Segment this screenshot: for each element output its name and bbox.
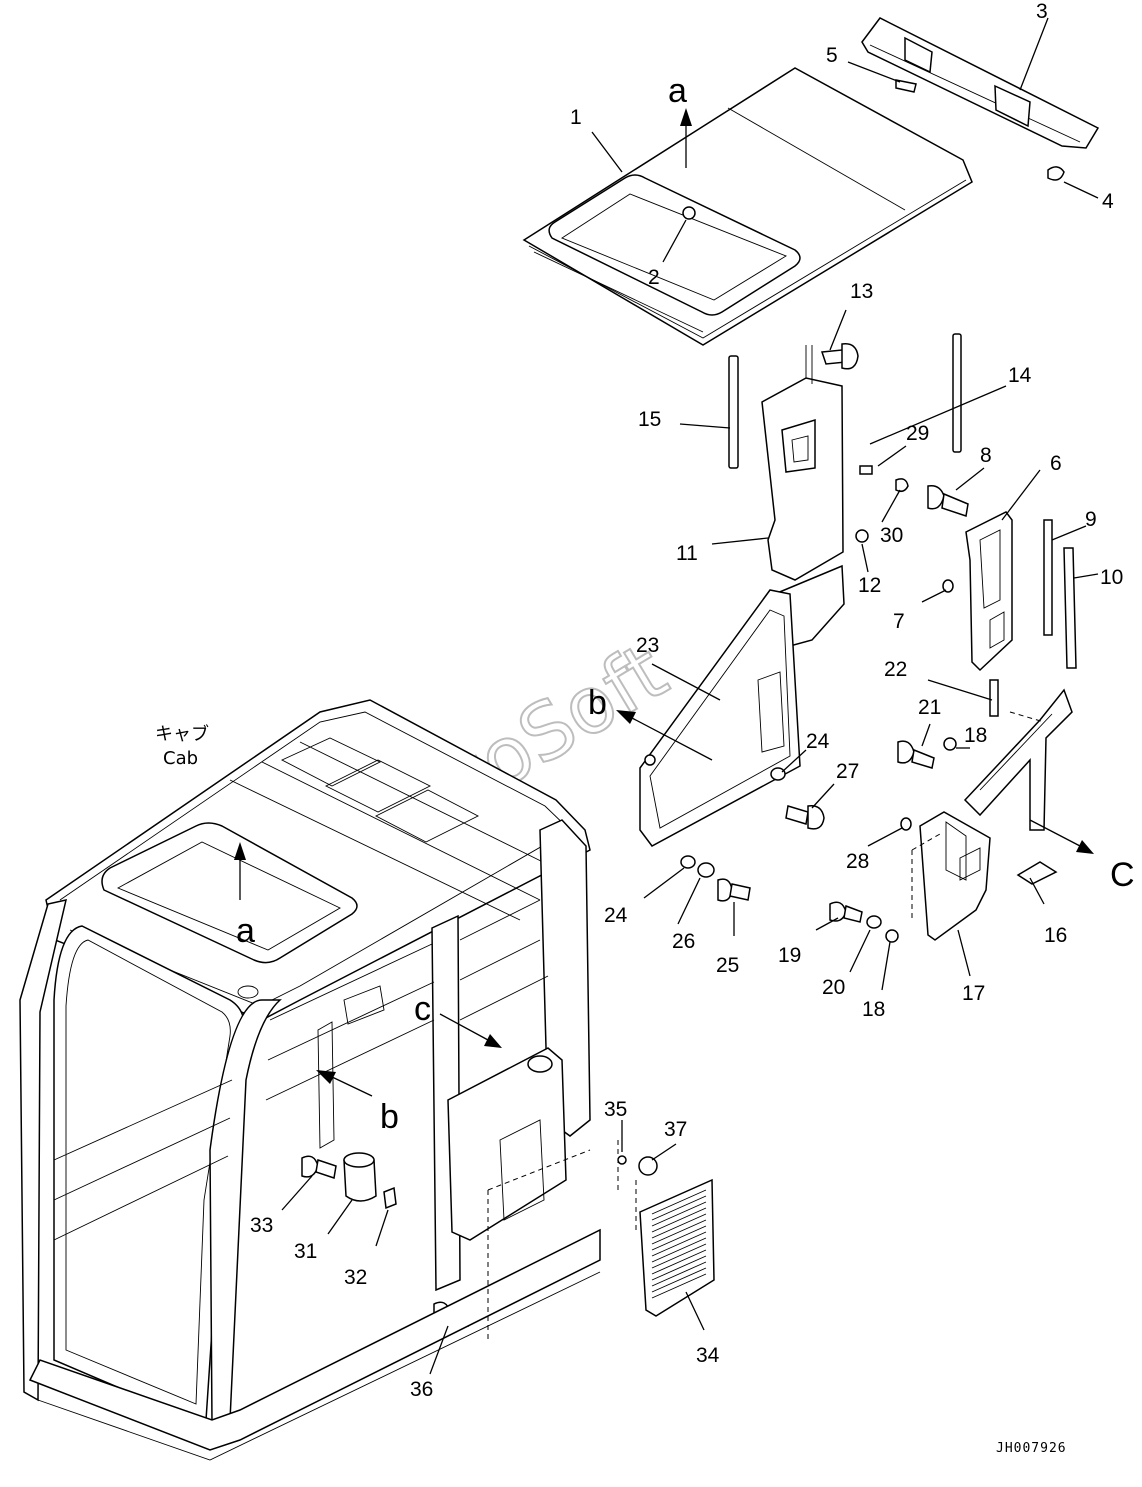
callout-15: 15 xyxy=(638,408,661,431)
cab-frame xyxy=(19,699,601,1461)
callout-9: 9 xyxy=(1085,508,1097,531)
cab-label-jp: キャブ xyxy=(155,723,209,745)
callout-12: 12 xyxy=(858,574,881,597)
callout-7: 7 xyxy=(893,610,905,633)
roof-panel xyxy=(522,67,973,346)
callout-24b: 24 xyxy=(604,904,628,927)
callout-30: 30 xyxy=(880,524,903,547)
callout-20: 20 xyxy=(822,976,845,999)
view-letter-c-target: C xyxy=(1110,856,1135,894)
callout-22: 22 xyxy=(884,658,907,681)
pillar-cover-left xyxy=(761,345,844,581)
callout-13: 13 xyxy=(850,280,873,303)
callout-4: 4 xyxy=(1102,190,1114,213)
rear-trim-lower xyxy=(919,811,991,941)
callout-10: 10 xyxy=(1100,566,1123,589)
view-letter-b-source: b xyxy=(588,684,607,722)
access-panel xyxy=(639,1178,715,1317)
callout-14: 14 xyxy=(1008,364,1032,387)
callout-33: 33 xyxy=(250,1214,273,1237)
weather-strips xyxy=(728,333,1077,669)
callout-35: 35 xyxy=(604,1098,627,1121)
view-letter-a-source: a xyxy=(668,72,687,110)
callout-26: 26 xyxy=(672,930,695,953)
callout-18b: 18 xyxy=(862,998,885,1021)
callout-28: 28 xyxy=(846,850,869,873)
assembly-lines xyxy=(487,711,1045,1340)
fasteners xyxy=(301,343,999,1328)
side-trim-panel xyxy=(639,564,845,847)
callout-2: 2 xyxy=(648,266,660,289)
callout-6: 6 xyxy=(1050,452,1062,475)
pillar-cover-right xyxy=(965,511,1013,672)
roof-trim xyxy=(861,17,1100,181)
callout-32: 32 xyxy=(344,1266,367,1289)
callout-3: 3 xyxy=(1036,0,1048,23)
callout-8: 8 xyxy=(980,444,992,467)
cab-label-en: Cab xyxy=(163,748,198,769)
callout-17: 17 xyxy=(962,982,985,1005)
callout-1: 1 xyxy=(570,106,582,129)
view-letter-b-target: b xyxy=(380,1098,399,1136)
view-letter-c-source: c xyxy=(414,990,431,1028)
view-arrows xyxy=(234,108,1094,1097)
callout-27: 27 xyxy=(836,760,859,783)
callout-31: 31 xyxy=(294,1240,317,1263)
callout-11: 11 xyxy=(676,542,698,565)
callout-34: 34 xyxy=(696,1344,720,1367)
rear-trim-upper xyxy=(963,688,1073,885)
callout-labels: 1 2 3 4 5 6 7 8 9 10 11 12 13 14 15 16 1… xyxy=(250,0,1123,1401)
view-letter-a-target: a xyxy=(236,912,255,950)
callout-18a: 18 xyxy=(964,724,987,747)
callout-23: 23 xyxy=(636,634,659,657)
callout-37: 37 xyxy=(664,1118,687,1141)
leader-lines xyxy=(281,17,1099,1375)
callout-25: 25 xyxy=(716,954,739,977)
callout-29: 29 xyxy=(906,422,929,445)
drawing-code: JH007926 xyxy=(996,1441,1067,1456)
callout-16: 16 xyxy=(1044,924,1067,947)
callout-24a: 24 xyxy=(806,730,830,753)
callout-21: 21 xyxy=(918,696,941,719)
callout-19: 19 xyxy=(778,944,801,967)
callout-36: 36 xyxy=(410,1378,433,1401)
callout-5: 5 xyxy=(826,44,838,67)
